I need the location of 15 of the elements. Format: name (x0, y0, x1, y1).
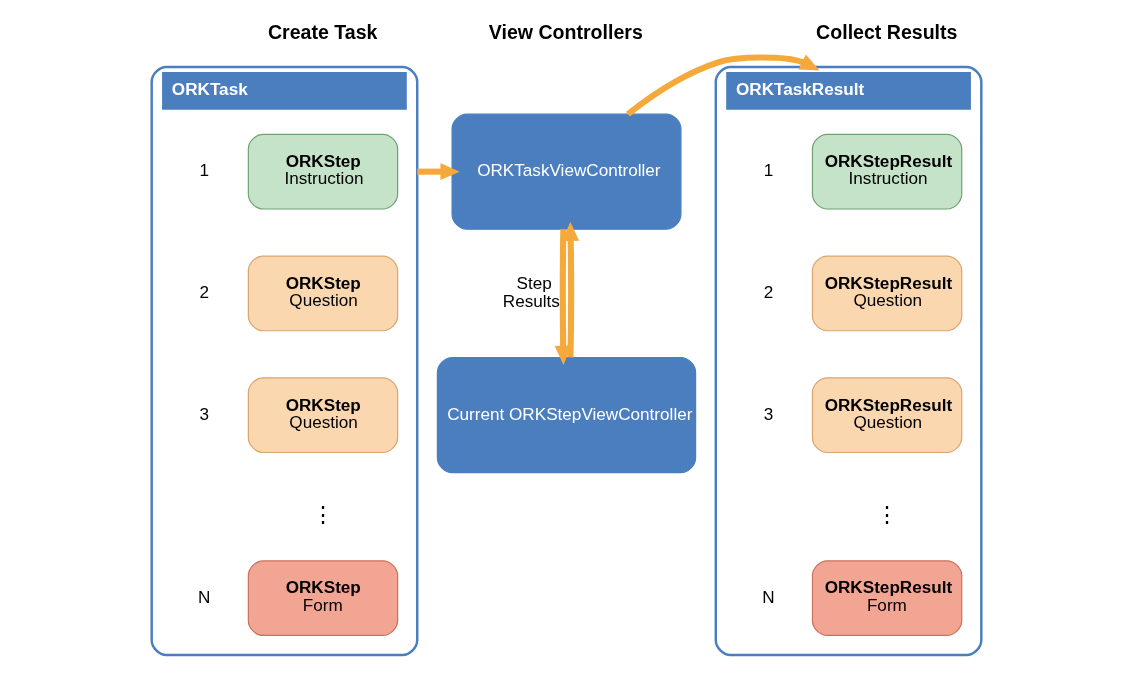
edge-label: Results (502, 291, 560, 312)
node-label: 2 (763, 281, 774, 302)
edge-label: Step (516, 272, 552, 293)
label: ⋮ (876, 502, 899, 528)
node-label: 3 (763, 403, 774, 424)
node-label: 1 (763, 160, 774, 181)
node-label: N (762, 586, 775, 607)
node-label: 3 (199, 403, 210, 424)
node-label: N (198, 586, 211, 607)
label: Collect Results (816, 20, 958, 43)
node-label: 1 (199, 160, 210, 181)
label: View Controllers (488, 20, 643, 43)
label: Create Task (267, 20, 378, 43)
node-label: 2 (199, 281, 210, 302)
label: ⋮ (311, 502, 334, 528)
